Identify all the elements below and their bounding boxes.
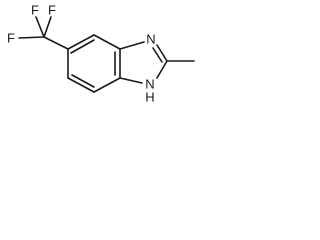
bond-ring-2 xyxy=(93,34,121,50)
bond-ring-1 xyxy=(67,34,95,50)
bond-n-c2-double-inner xyxy=(152,47,163,63)
atom-f-top-right: F xyxy=(48,3,56,18)
bond-c-f-left xyxy=(18,36,45,39)
bond-ring-5 xyxy=(67,77,95,93)
atom-h-amine: H xyxy=(145,90,154,103)
atom-n-amine: N xyxy=(145,77,154,92)
bond-n-c2-double-outer xyxy=(156,44,168,62)
bond-ring-5-double xyxy=(71,74,95,88)
atom-n-imine: N xyxy=(146,32,155,47)
benzimidazole-structure: F F F N N H xyxy=(7,3,195,103)
atom-f-top-left: F xyxy=(31,3,39,18)
bond-c-f-top-left xyxy=(35,16,45,38)
bond-cf3-ring xyxy=(43,36,69,50)
bond-ring-4 xyxy=(93,77,121,93)
bond-c-f-top-right xyxy=(43,16,52,38)
atom-f-left: F xyxy=(7,31,15,46)
bond-c2-n-amine xyxy=(156,60,168,79)
bond-ring-1-double xyxy=(70,39,95,54)
bond-c-n-imine xyxy=(119,41,145,50)
structure-canvas: F F F N N H xyxy=(0,0,203,102)
bond-n-amine-c xyxy=(119,77,143,84)
